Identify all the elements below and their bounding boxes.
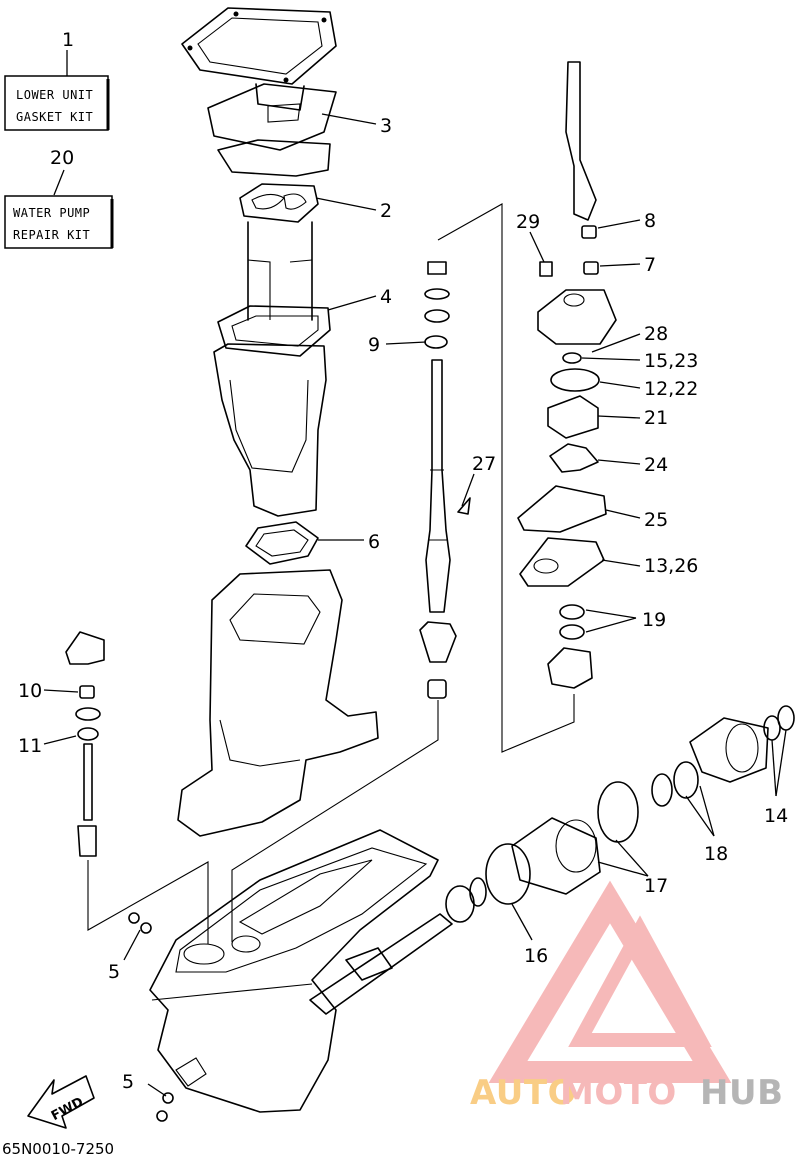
- kit-label-line1: LOWER UNIT: [16, 88, 93, 102]
- drawing-number: 65N0010-7250: [2, 1140, 114, 1156]
- callout-17: 17: [644, 875, 668, 897]
- watermark-logo: AUTO MOTO HUB: [470, 880, 783, 1113]
- kit-ref-1: 1: [62, 29, 74, 51]
- drive-shaft-assembly: [419, 261, 471, 699]
- callout-12-22: 12,22: [644, 378, 698, 400]
- callout-labels: 3 2 4 6 9 29 8 7 28 15,23 12,22 21 24 25…: [18, 115, 788, 1093]
- kit-box-water-pump-repair: 20 WATER PUMP REPAIR KIT: [4, 147, 114, 249]
- o-ring-17: [597, 781, 639, 843]
- gasket-3: [207, 83, 337, 151]
- lower-casing-assembly: [149, 569, 439, 1113]
- callout-16: 16: [524, 945, 548, 967]
- callout-13-26: 13,26: [644, 555, 698, 577]
- callout-27: 27: [472, 453, 496, 475]
- o-ring-16: [485, 843, 531, 905]
- callout-3: 3: [380, 115, 392, 137]
- water-pump-assembly: [517, 61, 617, 689]
- callout-25: 25: [644, 509, 668, 531]
- gasket-6: [245, 521, 319, 565]
- callout-5-lower: 5: [122, 1071, 134, 1093]
- gasket-4: [217, 305, 331, 357]
- watermark-auto: AUTO: [470, 1073, 577, 1113]
- callout-19: 19: [642, 609, 666, 631]
- callout-18: 18: [704, 843, 728, 865]
- o-ring-9: [424, 335, 448, 349]
- callout-5-upper: 5: [108, 961, 120, 983]
- callout-2: 2: [380, 200, 392, 222]
- o-ring-11: [77, 727, 99, 741]
- kit-box-lower-unit-gasket: 1 LOWER UNIT GASKET KIT: [4, 29, 110, 131]
- callout-10: 10: [18, 680, 42, 702]
- kit-ref-20: 20: [50, 147, 74, 169]
- callout-14: 14: [764, 805, 788, 827]
- kit-label-line1: WATER PUMP: [13, 206, 90, 220]
- kit-label-line2: REPAIR KIT: [13, 228, 90, 242]
- callout-8: 8: [644, 210, 656, 232]
- assembly-guide-lines: [87, 203, 575, 944]
- shift-rod-assembly: [65, 631, 174, 1122]
- callout-24: 24: [644, 454, 668, 476]
- fwd-arrow: FWD: [27, 1075, 95, 1129]
- callout-15-23: 15,23: [644, 350, 698, 372]
- callout-11: 11: [18, 735, 42, 757]
- fwd-label: FWD: [49, 1095, 86, 1124]
- leader-lines: [43, 113, 787, 1097]
- watermark-moto: MOTO: [560, 1073, 677, 1113]
- callout-28: 28: [644, 323, 668, 345]
- callout-4: 4: [380, 286, 392, 308]
- callout-7: 7: [644, 254, 656, 276]
- kit-label-line2: GASKET KIT: [16, 110, 93, 124]
- callout-29: 29: [516, 211, 540, 233]
- watermark-hub: HUB: [700, 1073, 783, 1113]
- upper-casing-assembly: [181, 7, 337, 517]
- callout-6: 6: [368, 531, 380, 553]
- gasket-2: [239, 183, 319, 223]
- callout-21: 21: [644, 407, 668, 429]
- callout-9: 9: [368, 334, 380, 356]
